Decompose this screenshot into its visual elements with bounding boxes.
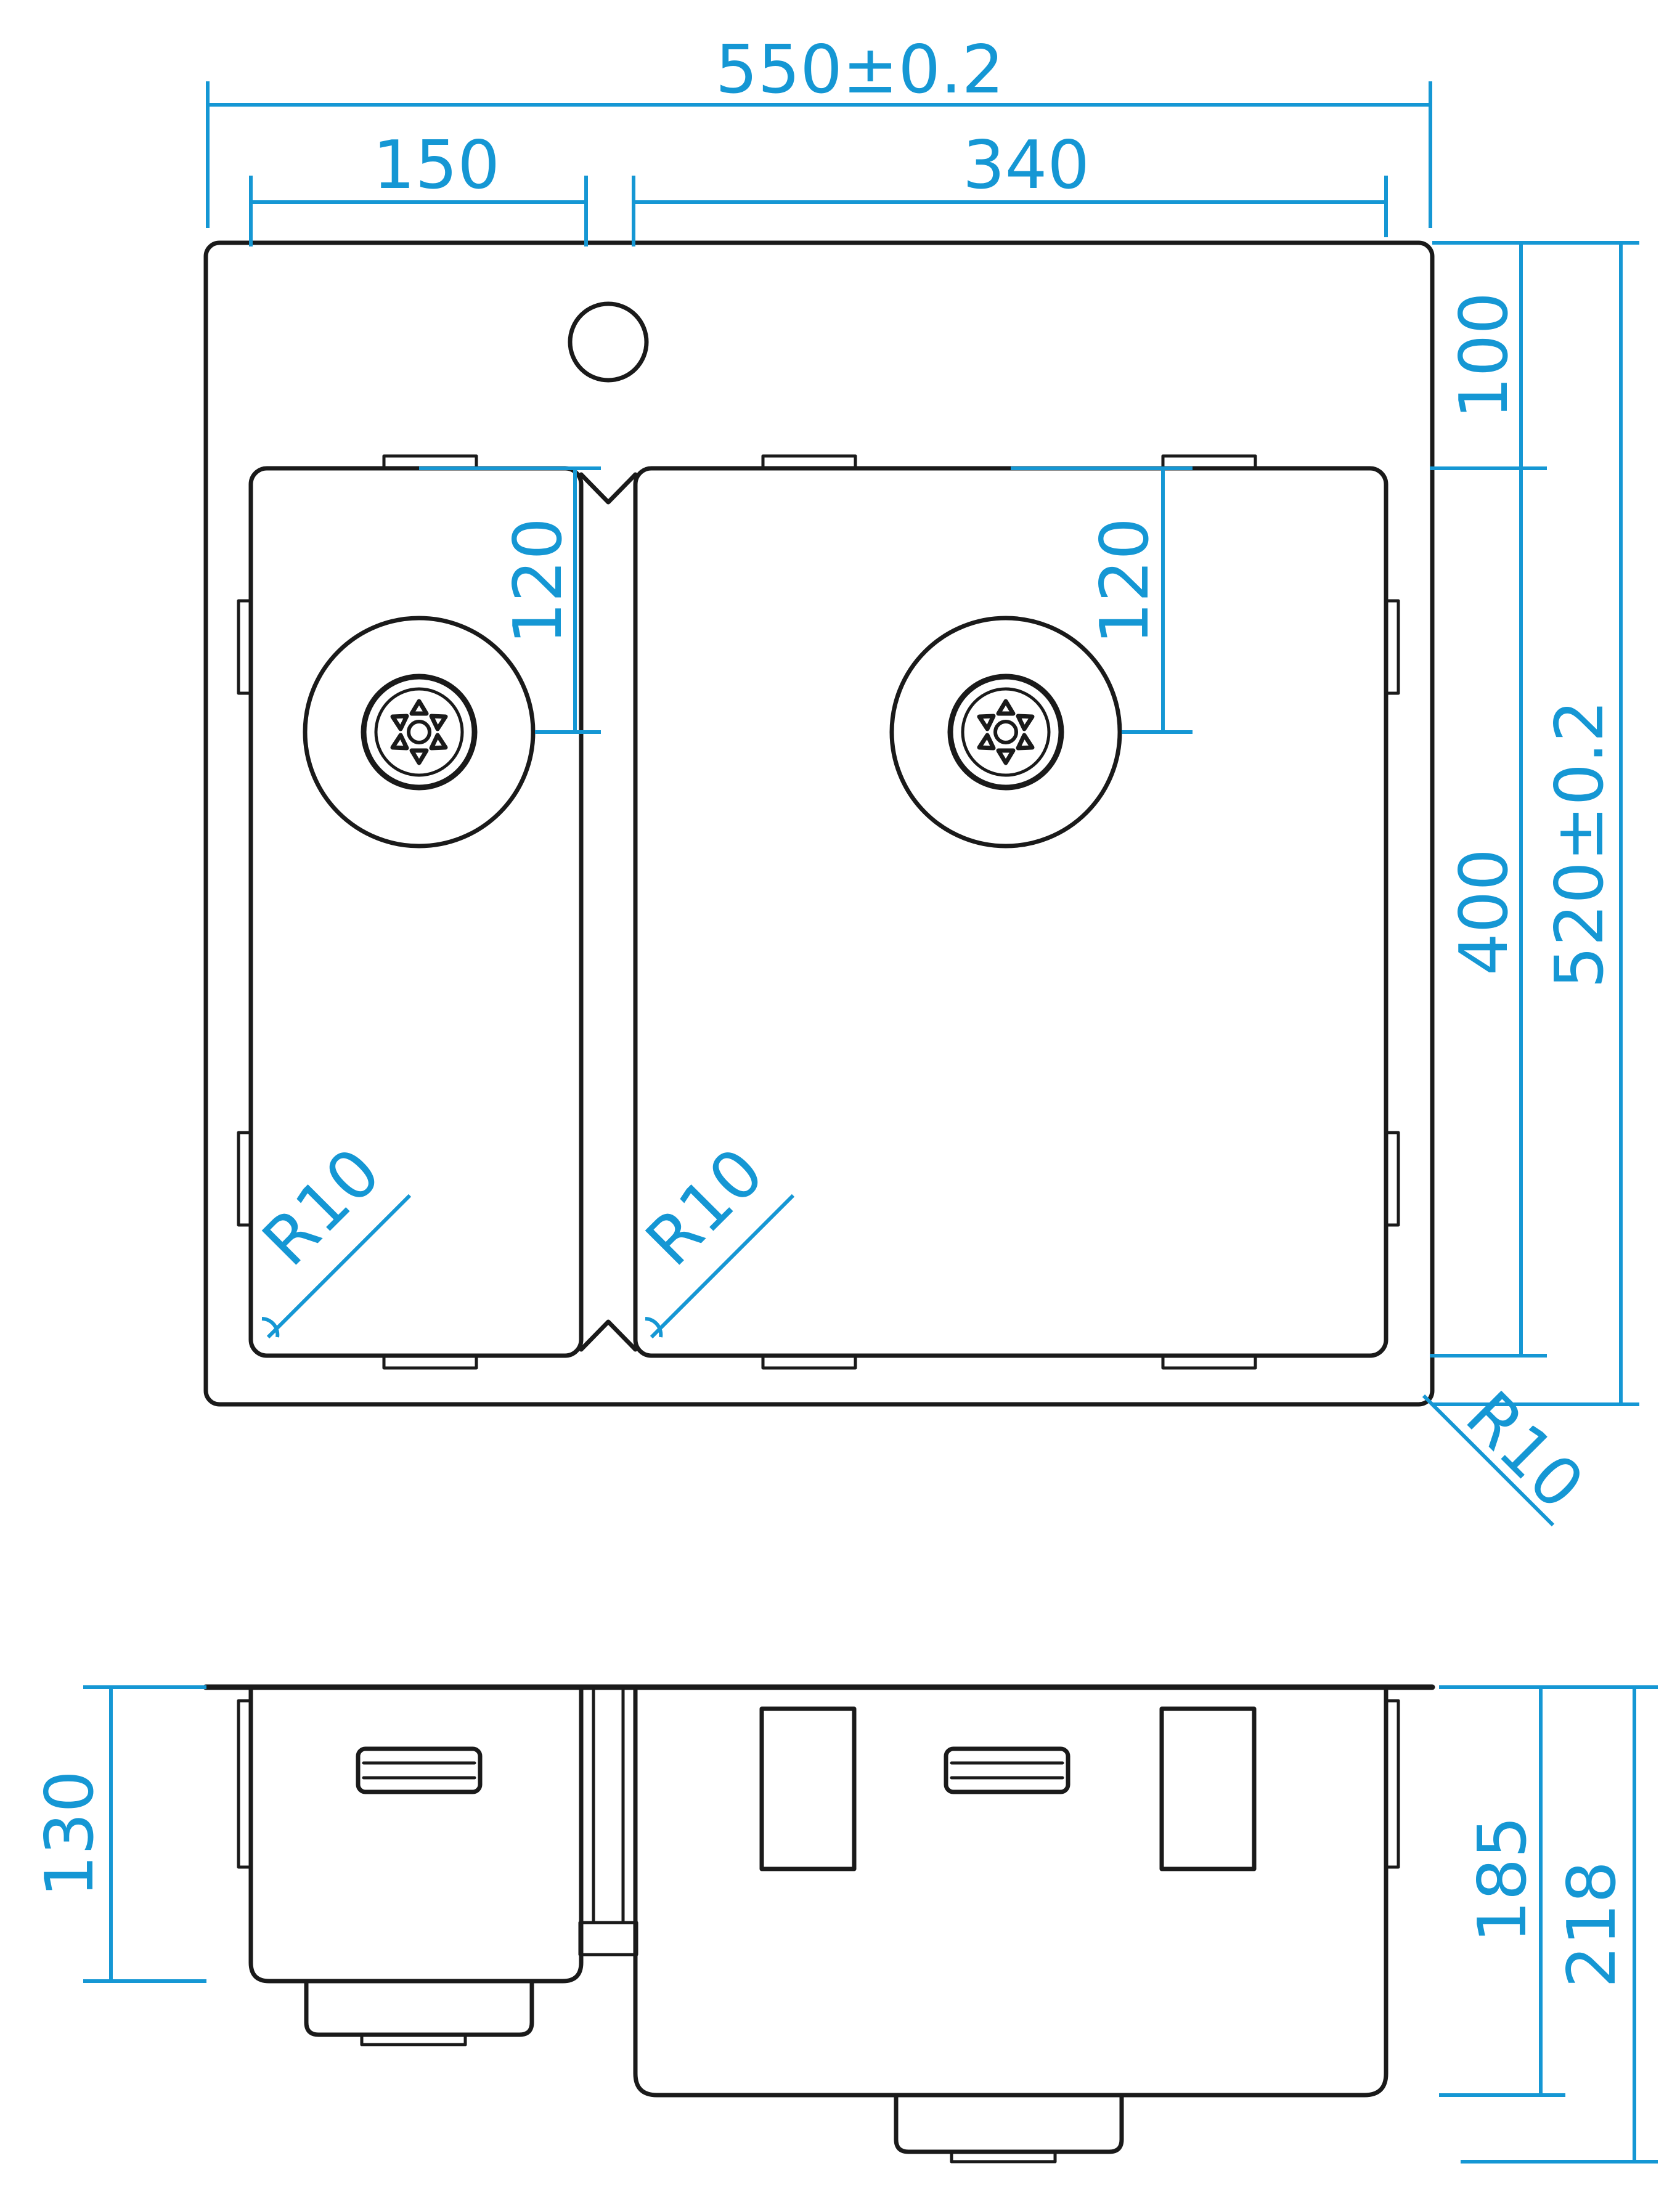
dimension-overall-depth: 520±0.2	[1541, 243, 1623, 1404]
dimension-small-bowl-depth: 130	[31, 1685, 206, 1983]
dimension-overall-height: 218	[1461, 1687, 1658, 2164]
large-bowl	[633, 466, 1388, 1358]
small-bowl-depth-label: 130	[31, 1770, 108, 1897]
small-bowl-waste	[304, 1979, 534, 2037]
dimension-bowl-depth: 400	[1446, 468, 1523, 1356]
divider-notch-top	[579, 472, 638, 505]
tap-hole	[568, 301, 649, 383]
overall-width-label: 550±0.2	[716, 31, 1004, 108]
dimension-overall-width: 550±0.2	[206, 31, 1432, 228]
dimension-tap-hole-offset: 100	[1446, 243, 1523, 468]
small-bowl-drain	[303, 616, 536, 849]
bowl-depth-label: 400	[1446, 849, 1523, 975]
dimension-right-extensions	[1430, 241, 1639, 1406]
small-bowl-width-label: 150	[373, 127, 500, 204]
dimension-large-bowl-depth: 185	[1439, 1685, 1658, 2097]
mounting-bracket-left	[759, 1706, 857, 1871]
large-bowl-width-label: 340	[963, 127, 1090, 204]
dimension-large-bowl-radius: R10	[632, 1134, 795, 1339]
divider-notch-bottom	[579, 1319, 638, 1352]
side-view: 130 185 218	[31, 1684, 1658, 2164]
dimension-outer-radius: R10	[1422, 1377, 1598, 1527]
dimension-small-drain-offset: 120	[419, 466, 601, 734]
bowl-connector	[578, 1921, 638, 1956]
large-bowl-profile	[633, 1687, 1388, 2098]
overall-height-label: 218	[1554, 1861, 1631, 1988]
overflow-slots	[356, 1746, 1070, 1794]
dimension-large-bowl-width: 340	[632, 127, 1388, 246]
sink-outer-rim	[203, 240, 1435, 1407]
large-bowl-drain	[889, 616, 1122, 849]
mounting-bracket-right	[1159, 1706, 1257, 1871]
large-bowl-waste	[894, 2093, 1124, 2154]
large-bowl-radius-label: R10	[632, 1134, 779, 1281]
large-bowl-depth-label: 185	[1464, 1816, 1541, 1943]
small-bowl-radius-label: R10	[248, 1134, 396, 1281]
dimension-small-bowl-width: 150	[249, 127, 588, 246]
dimension-small-bowl-radius: R10	[248, 1134, 412, 1339]
overall-depth-label: 520±0.2	[1541, 700, 1618, 988]
mounting-clips	[237, 454, 1400, 1370]
large-drain-offset-label: 120	[1087, 518, 1164, 645]
tap-hole-offset-label: 100	[1446, 292, 1523, 419]
dimension-large-drain-offset: 120	[1011, 466, 1193, 734]
top-view: 550±0.2 150 340 100	[203, 31, 1639, 1527]
small-bowl-profile	[248, 1687, 584, 1984]
outer-radius-label: R10	[1451, 1377, 1598, 1524]
small-drain-offset-label: 120	[500, 518, 577, 645]
